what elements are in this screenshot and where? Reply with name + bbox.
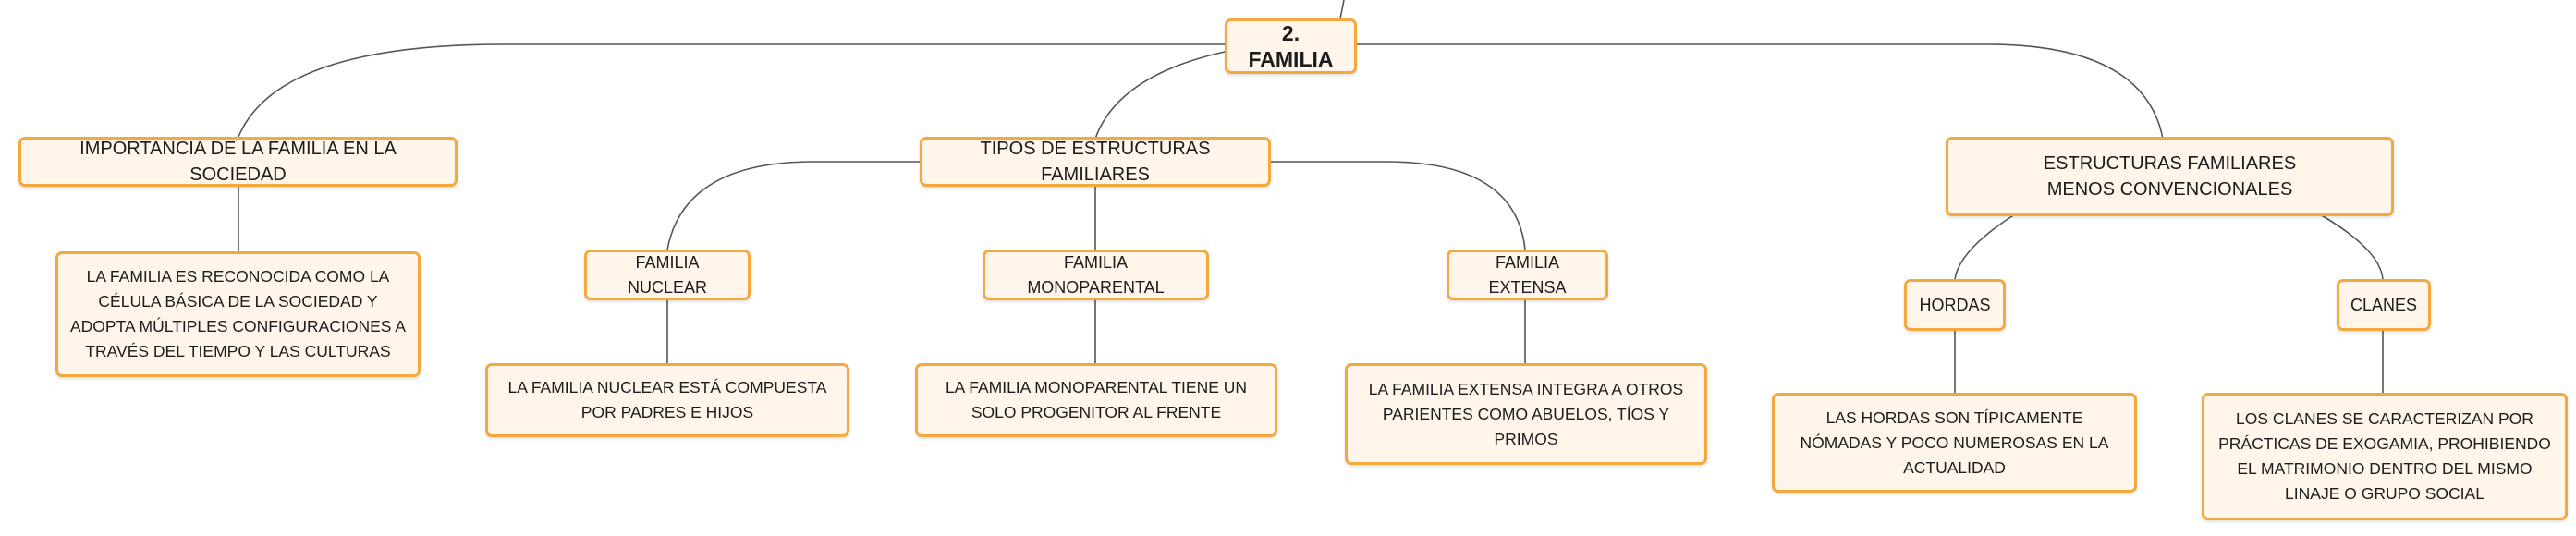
tipos-node[interactable]: TIPOS DE ESTRUCTURAS FAMILIARES (920, 137, 1271, 187)
nuclear-detail-node[interactable]: LA FAMILIA NUCLEAR ESTÁ COMPUESTA POR PA… (485, 363, 849, 437)
connector-tipos-nuclear (666, 161, 920, 250)
connector-tipos-extensa (1271, 161, 1526, 250)
connector-root-left (238, 43, 1225, 138)
root-node[interactable]: 2. FAMILIA (1225, 18, 1357, 74)
hordas-label: HORDAS (1919, 295, 1991, 314)
menos-convencionales-node[interactable]: ESTRUCTURAS FAMILIARES MENOS CONVENCIONA… (1946, 137, 2394, 216)
importancia-detail-text: LA FAMILIA ES RECONOCIDA COMO LA CÉLULA … (69, 267, 407, 360)
hordas-detail-node[interactable]: LAS HORDAS SON TÍPICAMENTE NÓMADAS Y POC… (1772, 393, 2137, 493)
root-label: 2. FAMILIA (1248, 21, 1334, 71)
extensa-detail-node[interactable]: LA FAMILIA EXTENSA INTEGRA A OTROS PARIE… (1345, 363, 1707, 465)
extensa-node[interactable]: FAMILIA EXTENSA (1447, 250, 1608, 300)
connector-root-right (1357, 43, 2164, 140)
connector-root-tipos (1094, 50, 1230, 140)
importancia-detail-node[interactable]: LA FAMILIA ES RECONOCIDA COMO LA CÉLULA … (55, 251, 421, 377)
extensa-detail-text: LA FAMILIA EXTENSA INTEGRA A OTROS PARIE… (1368, 379, 1684, 448)
clanes-detail-text: LOS CLANES SE CARACTERIZAN POR PRÁCTICAS… (2218, 409, 2551, 503)
extensa-label: FAMILIA EXTENSA (1488, 252, 1567, 297)
clanes-detail-node[interactable]: LOS CLANES SE CARACTERIZAN POR PRÁCTICAS… (2202, 393, 2568, 520)
monoparental-node[interactable]: FAMILIA MONOPARENTAL (983, 250, 1209, 300)
connector-menos-hordas (1954, 213, 2016, 280)
nuclear-detail-text: LA FAMILIA NUCLEAR ESTÁ COMPUESTA POR PA… (507, 378, 827, 421)
connector-root-parent (1339, 0, 1345, 19)
hordas-detail-text: LAS HORDAS SON TÍPICAMENTE NÓMADAS Y POC… (1800, 408, 2109, 477)
menos-convencionales-label: ESTRUCTURAS FAMILIARES MENOS CONVENCIONA… (2043, 153, 2297, 200)
importancia-node[interactable]: IMPORTANCIA DE LA FAMILIA EN LA SOCIEDAD (18, 137, 458, 187)
importancia-label: IMPORTANCIA DE LA FAMILIA EN LA SOCIEDAD (79, 139, 397, 185)
monoparental-detail-node[interactable]: LA FAMILIA MONOPARENTAL TIENE UN SOLO PR… (915, 363, 1277, 437)
nuclear-node[interactable]: FAMILIA NUCLEAR (584, 250, 751, 300)
monoparental-detail-text: LA FAMILIA MONOPARENTAL TIENE UN SOLO PR… (945, 378, 1248, 421)
monoparental-label: FAMILIA MONOPARENTAL (1027, 252, 1165, 297)
connector-menos-clanes (2319, 213, 2384, 280)
nuclear-label: FAMILIA NUCLEAR (627, 252, 708, 297)
clanes-label: CLANES (2350, 295, 2418, 314)
tipos-label: TIPOS DE ESTRUCTURAS FAMILIARES (980, 139, 1211, 185)
hordas-node[interactable]: HORDAS (1904, 279, 2006, 331)
clanes-node[interactable]: CLANES (2337, 279, 2431, 331)
